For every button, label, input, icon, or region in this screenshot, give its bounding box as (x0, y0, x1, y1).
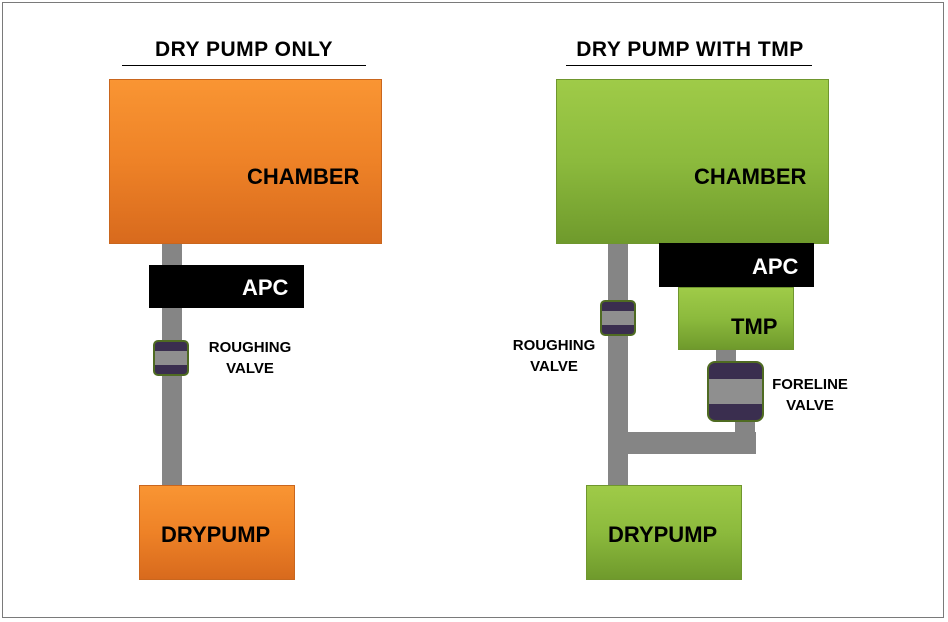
right-foreline-valve-label: FORELINE VALVE (762, 374, 858, 416)
right-apc-label: APC (752, 254, 799, 279)
left-apc-label: APC (242, 275, 289, 300)
left-roughing-valve (153, 340, 189, 376)
right-chamber: CHAMBER (556, 79, 829, 244)
right-foreline-valve-label-line2: VALVE (786, 397, 834, 414)
left-apc: APC (149, 265, 304, 308)
right-drypump: DRYPUMP (586, 485, 742, 580)
left-title: DRY PUMP ONLY (154, 38, 334, 61)
right-roughing-valve-label: ROUGHING VALVE (502, 335, 606, 377)
left-drypump-label: DRYPUMP (161, 522, 271, 547)
right-roughing-valve (600, 300, 636, 336)
right-foreline-valve-label-line1: FORELINE (772, 376, 848, 393)
left-chamber: CHAMBER (109, 79, 382, 244)
left-roughing-valve-label-line2: VALVE (226, 360, 274, 377)
left-drypump: DRYPUMP (139, 485, 295, 580)
left-roughing-valve-label-line1: ROUGHING (208, 339, 292, 356)
right-roughing-valve-label-line1: ROUGHING (512, 337, 596, 354)
right-title: DRY PUMP WITH TMP (576, 38, 804, 61)
left-roughing-valve-label: ROUGHING VALVE (200, 337, 300, 379)
right-roughing-pipe (608, 243, 628, 487)
right-foreline-valve (707, 361, 764, 422)
right-chamber-label: CHAMBER (694, 164, 807, 189)
right-tmp: TMP (678, 287, 794, 350)
left-title-underline (122, 65, 366, 66)
right-roughing-valve-label-line2: VALVE (530, 358, 578, 375)
right-apc: APC (659, 243, 814, 287)
left-chamber-label: CHAMBER (247, 164, 360, 189)
right-title-underline (566, 65, 812, 66)
right-drypump-label: DRYPUMP (608, 522, 718, 547)
right-foreline-pipe-horizontal (626, 432, 756, 454)
right-tmp-label: TMP (731, 314, 778, 339)
